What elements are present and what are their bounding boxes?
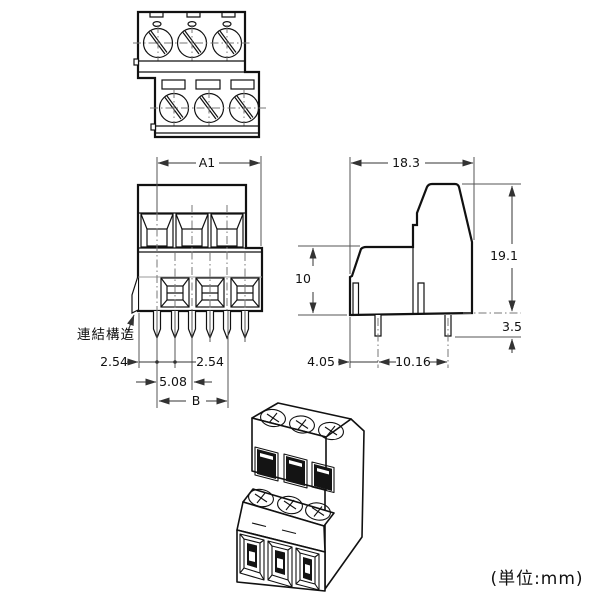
lower-wire-openings: [239, 533, 320, 591]
dim-span-b: B: [158, 393, 228, 408]
front-view: A1 2.54 2.54 5.08 B 連結構造: [77, 155, 264, 408]
dim-overall-height-label: 19.1: [490, 248, 518, 263]
upper-screws: [260, 408, 344, 441]
dim-pitch-double-label: 5.08: [159, 374, 187, 389]
dim-row-pitch: 10.16: [378, 354, 448, 369]
link-structure-label: 連結構造: [77, 327, 135, 343]
dim-pin-length-label: 3.5: [502, 319, 522, 334]
side-view: 18.3 19.1 10 3.5 4.05 10.16: [295, 155, 522, 369]
dim-pin-offset: 4.05: [307, 354, 350, 369]
dim-a1: A1: [157, 155, 261, 170]
dim-pitch-left-label: 2.54: [100, 354, 128, 369]
dim-pitch-left: 2.54: [100, 354, 196, 369]
link-structure-annotation: 連結構造: [77, 314, 135, 343]
dim-overall-width-label: 18.3: [392, 155, 420, 170]
link-structure-arrow: [124, 314, 135, 340]
dim-pitch-double: 5.08: [136, 374, 212, 389]
dim-base-height: 10: [295, 247, 317, 314]
unit-note: (単位:mm): [490, 569, 583, 589]
perspective-view: [236, 402, 365, 592]
dim-pitch-right-label: 2.54: [196, 354, 224, 369]
middle-screws: [248, 488, 331, 521]
dim-row-pitch-label: 10.16: [395, 354, 431, 369]
dim-pin-length: 3.5: [502, 297, 522, 353]
dim-span-b-label: B: [192, 393, 201, 408]
dim-base-height-label: 10: [295, 271, 311, 286]
front-upper-openings: [140, 213, 244, 248]
front-pins: [152, 311, 250, 340]
top-view: [133, 10, 266, 139]
dim-a1-label: A1: [199, 155, 216, 170]
dim-pitch-right: 2.54: [196, 354, 224, 369]
dim-overall-width: 18.3: [350, 155, 474, 170]
side-pins: [374, 315, 452, 337]
dim-pin-offset-label: 4.05: [307, 354, 335, 369]
dim-overall-height: 19.1: [490, 185, 518, 312]
upper-clamp-windows: [254, 446, 335, 494]
link-structure-tab: [131, 275, 139, 314]
